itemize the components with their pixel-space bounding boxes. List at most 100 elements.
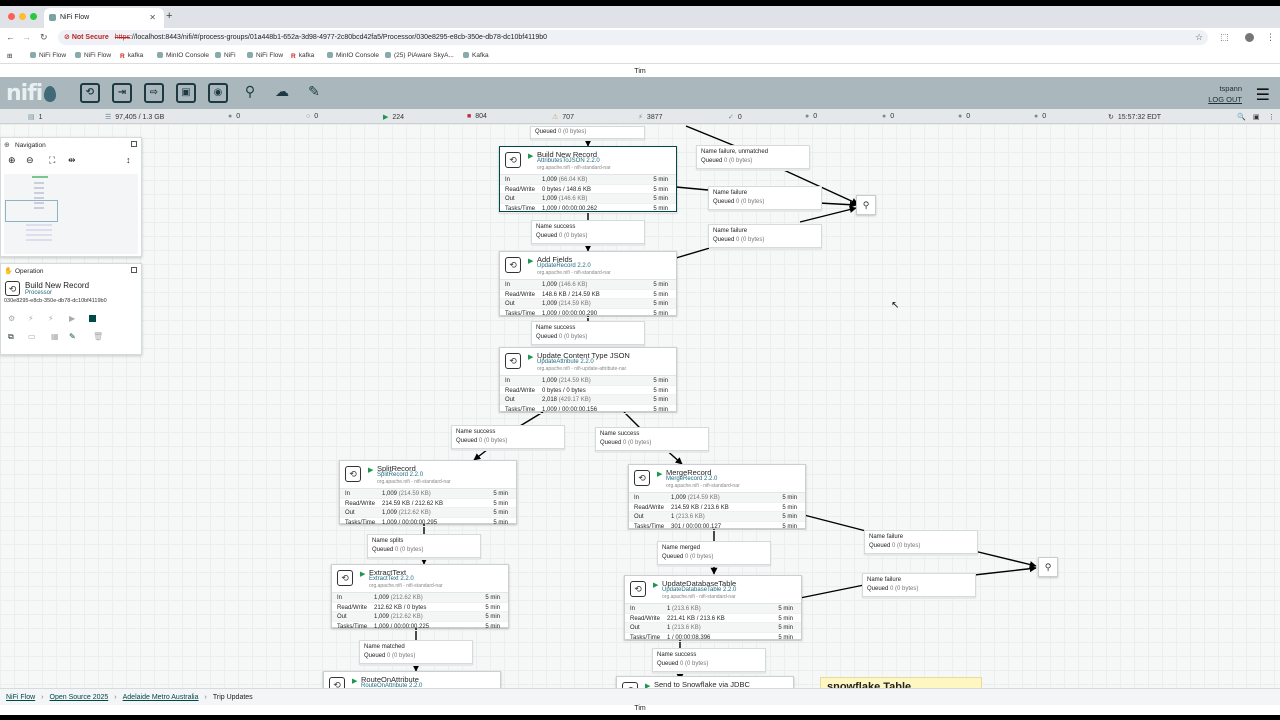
group-icon[interactable]: ▦: [51, 332, 59, 341]
search-icon[interactable]: 🔍: [1237, 114, 1246, 121]
processor-merge-record[interactable]: ⟲ ▶ MergeRecord MergeRecord 2.2.0 org.ap…: [628, 464, 806, 531]
breadcrumb-item[interactable]: Adelaide Metro Australia: [122, 694, 199, 701]
connection-line[interactable]: [799, 206, 857, 223]
connection-label[interactable]: Name splits Queued 0 (0 bytes): [367, 534, 481, 560]
new-tab-icon[interactable]: +: [166, 10, 173, 22]
funnel-icon[interactable]: ⚲: [856, 195, 876, 215]
processor-build-new-record[interactable]: ⟲ ▶ Build New Record AttributesToJSON 2.…: [499, 146, 677, 213]
processor-route-on-attribute[interactable]: ⟲ ▶ RouteOnAttribute RouteOnAttribute 2.…: [323, 671, 501, 688]
flow-canvas[interactable]: Queued 0 (0 bytes) ⟲ ▶ Build New Record …: [0, 124, 1280, 688]
connection-label[interactable]: Name success Queued 0 (0 bytes): [531, 321, 645, 347]
breadcrumb-item[interactable]: Open Source 2025: [49, 694, 109, 701]
disable-icon[interactable]: ⚡: [48, 314, 54, 323]
connection-line[interactable]: [623, 411, 641, 429]
connection-label[interactable]: Name success Queued 0 (0 bytes): [595, 427, 709, 453]
connection-label[interactable]: Name success Queued 0 (0 bytes): [451, 425, 565, 451]
connection-label[interactable]: Name merged Queued 0 (0 bytes): [657, 541, 771, 567]
close-window-icon[interactable]: [8, 13, 15, 20]
bookmark-item[interactable]: (25) PiAware SkyA...: [385, 52, 454, 59]
maximize-window-icon[interactable]: [30, 13, 37, 20]
close-tab-icon[interactable]: ✕: [149, 13, 156, 22]
pan-icon[interactable]: ↕: [126, 155, 131, 165]
process-group-tool-icon[interactable]: ▣: [176, 83, 196, 103]
connection-label[interactable]: Name success Queued 0 (0 bytes): [652, 648, 766, 674]
minimize-window-icon[interactable]: [19, 13, 26, 20]
stop-icon[interactable]: [89, 315, 96, 322]
bookmark-item[interactable]: NiFi Flow: [30, 52, 66, 59]
collapse-icon[interactable]: [131, 141, 137, 147]
zoom-in-icon[interactable]: ⊕: [8, 155, 16, 165]
processor-icon: ⟲: [630, 581, 646, 597]
birdseye-view[interactable]: [4, 174, 138, 254]
paste-icon[interactable]: ▭: [28, 332, 36, 341]
configure-gear-icon[interactable]: ⚙: [8, 314, 16, 323]
connection-line[interactable]: [685, 125, 741, 149]
global-menu-icon[interactable]: ☰: [1255, 87, 1270, 104]
funnel-tool-icon[interactable]: ⚲: [244, 83, 256, 99]
viewport-rect[interactable]: [5, 200, 58, 222]
collapse-icon[interactable]: [131, 267, 137, 273]
logout-link[interactable]: LOG OUT: [1208, 95, 1242, 104]
connection-line[interactable]: [519, 411, 544, 427]
processor-tool-icon[interactable]: ⟲: [80, 83, 100, 103]
processor-update-database-table[interactable]: ⟲ ▶ UpdateDatabaseTable UpdateDatabaseTa…: [624, 575, 802, 642]
bookmark-item[interactable]: NiFi Flow: [247, 52, 283, 59]
processor-split-record[interactable]: ⟲ ▶ SplitRecord SplitRecord 2.2.0 org.ap…: [339, 460, 517, 527]
back-icon[interactable]: ←: [6, 32, 15, 42]
extensions-icon[interactable]: ⬚: [1220, 32, 1229, 42]
delete-icon[interactable]: 🗑: [93, 332, 104, 341]
fit-icon[interactable]: ⛶: [49, 155, 56, 165]
apps-grid-icon[interactable]: ⊞: [7, 53, 13, 60]
bookmark-star-icon[interactable]: ☆: [1195, 32, 1204, 42]
processor-send-to-snowflake[interactable]: ⟲ ▶ Send to Snowflake via JDBC: [616, 676, 794, 688]
connection-line[interactable]: [973, 565, 1037, 576]
last-refreshed[interactable]: ↻15:57:32 EDT: [1108, 114, 1162, 121]
input-port-tool-icon[interactable]: ⇥: [112, 83, 132, 103]
processor-extract-text[interactable]: ⟲ ▶ ExtractText ExtractText 2.2.0 org.ap…: [331, 564, 509, 631]
color-brush-icon[interactable]: ✎: [69, 332, 76, 341]
refresh-icon[interactable]: ↻: [1108, 114, 1114, 121]
bookmark-item[interactable]: NiFi: [215, 52, 236, 59]
connection-label[interactable]: Queued 0 (0 bytes): [530, 126, 645, 141]
bookmark-item[interactable]: Kafka: [463, 52, 489, 59]
browser-tab[interactable]: NiFi Flow ✕: [44, 8, 164, 28]
bookmark-item[interactable]: NiFi Flow: [75, 52, 111, 59]
connection-line[interactable]: [675, 186, 709, 191]
bookmark-item[interactable]: MinIO Console: [327, 52, 379, 59]
forward-icon[interactable]: →: [22, 32, 31, 42]
processor-add-fields[interactable]: ⟲ ▶ Add Fields UpdateRecord 2.2.0 org.ap…: [499, 251, 677, 318]
connection-line[interactable]: [803, 514, 867, 532]
connection-line[interactable]: [774, 165, 859, 205]
copy-icon[interactable]: ⧉: [8, 332, 14, 341]
bulletin-icon[interactable]: ▣: [1253, 114, 1260, 121]
connection-label[interactable]: Name failure Queued 0 (0 bytes): [708, 186, 822, 212]
connection-label[interactable]: Name success Queued 0 (0 bytes): [531, 220, 645, 246]
breadcrumb-item[interactable]: NiFi Flow: [6, 694, 36, 701]
reload-icon[interactable]: ↻: [40, 32, 48, 42]
connection-label[interactable]: Name matched Queued 0 (0 bytes): [359, 640, 473, 666]
browser-menu-icon[interactable]: ⋮: [1266, 32, 1275, 42]
remote-process-group-tool-icon[interactable]: ◉: [208, 83, 228, 103]
processor-update-content-type-json[interactable]: ⟲ ▶ Update Content Type JSON UpdateAttri…: [499, 347, 677, 414]
actual-size-icon[interactable]: ⇹: [68, 155, 76, 165]
bookmark-item[interactable]: MinIO Console: [157, 52, 209, 59]
not-secure-badge[interactable]: ⊘ Not Secure: [64, 34, 109, 41]
label-tool-icon[interactable]: ✎: [308, 83, 320, 99]
enable-icon[interactable]: ⚡: [28, 314, 34, 323]
connection-label[interactable]: Name failure Queued 0 (0 bytes): [862, 573, 976, 599]
connection-label[interactable]: Name failure, unmatched Queued 0 (0 byte…: [696, 145, 810, 171]
profile-avatar[interactable]: [1245, 33, 1254, 42]
output-port-tool-icon[interactable]: ⇨: [144, 83, 164, 103]
connection-label[interactable]: Name failure Queued 0 (0 bytes): [864, 530, 978, 556]
funnel-icon[interactable]: ⚲: [1038, 557, 1058, 577]
flow-status-menu-icon[interactable]: ⋮: [1268, 114, 1275, 121]
template-tool-icon[interactable]: ☁: [275, 83, 289, 99]
connection-line[interactable]: [799, 584, 865, 599]
connection-label[interactable]: Name failure Queued 0 (0 bytes): [708, 224, 822, 250]
zoom-out-icon[interactable]: ⊖: [26, 155, 34, 165]
start-icon[interactable]: ▶: [69, 314, 76, 323]
